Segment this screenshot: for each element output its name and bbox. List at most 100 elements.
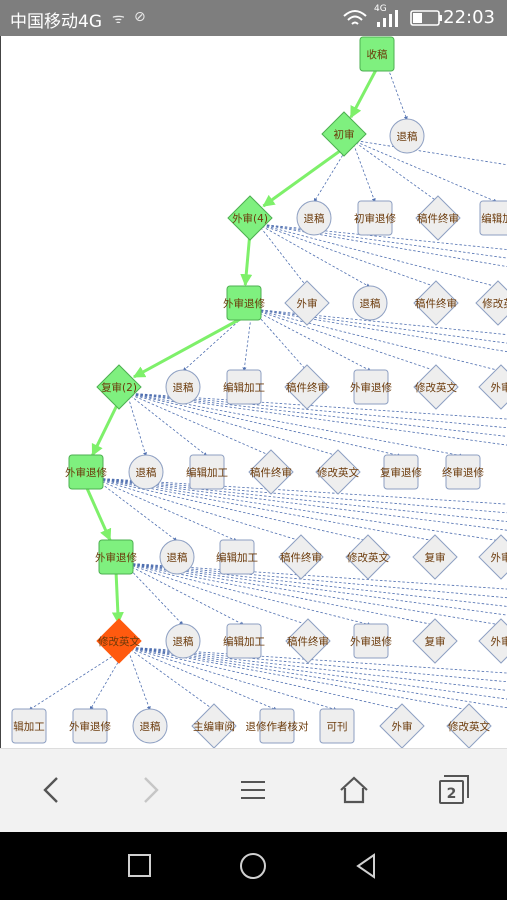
system-home-button[interactable] bbox=[231, 846, 275, 886]
tree-node-n44[interactable]: 退稿 bbox=[132, 708, 168, 744]
tree-node-n29[interactable]: 退稿 bbox=[159, 539, 195, 575]
tree-node-n7[interactable]: 稿件终审 bbox=[415, 195, 461, 241]
tree-node-n39[interactable]: 外审退修 bbox=[350, 623, 392, 659]
node-label: 稿件终审 bbox=[280, 551, 322, 564]
tree-node-n9[interactable]: 外审退修 bbox=[223, 285, 265, 321]
option-edge bbox=[93, 477, 507, 505]
tree-node-n11[interactable]: 退稿 bbox=[352, 285, 388, 321]
tree-node-n23[interactable]: 编辑加工 bbox=[186, 454, 228, 490]
tree-node-n8[interactable]: 编辑加 bbox=[479, 200, 507, 236]
tree-node-n1[interactable]: 收稿 bbox=[359, 36, 395, 72]
option-edge bbox=[126, 392, 464, 458]
option-edge bbox=[257, 223, 507, 268]
menu-button[interactable] bbox=[228, 767, 278, 813]
tree-node-n4[interactable]: 外审(4) bbox=[227, 195, 273, 241]
tree-node-n5[interactable]: 退稿 bbox=[296, 200, 332, 236]
tree-node-n40[interactable]: 复审 bbox=[412, 618, 458, 664]
tree-node-n30[interactable]: 编辑加工 bbox=[216, 539, 258, 575]
tree-node-n19[interactable]: 修改英文 bbox=[413, 364, 459, 410]
home-button[interactable] bbox=[329, 767, 379, 813]
tree-node-n12[interactable]: 稿件终审 bbox=[413, 280, 459, 326]
node-shape bbox=[479, 200, 507, 236]
node-shape bbox=[446, 703, 492, 748]
cell-signal-icon bbox=[377, 10, 398, 27]
tree-node-n26[interactable]: 复审退修 bbox=[380, 454, 422, 490]
tree-node-n14[interactable]: 复审(2) bbox=[96, 364, 142, 410]
node-label: 复审 bbox=[425, 635, 446, 648]
tree-node-n18[interactable]: 外审退修 bbox=[350, 369, 392, 405]
tree-node-n43[interactable]: 外审退修 bbox=[69, 708, 111, 744]
tree-node-n20[interactable]: 外审 bbox=[478, 364, 507, 410]
tree-node-n47[interactable]: 可刊 bbox=[319, 708, 355, 744]
tree-node-n16[interactable]: 编辑加工 bbox=[223, 369, 265, 405]
tree-node-n49[interactable]: 修改英文 bbox=[446, 703, 492, 748]
option-edge bbox=[251, 308, 308, 372]
node-shape bbox=[357, 200, 393, 236]
node-label: 编辑加工 bbox=[186, 466, 228, 479]
tabs-button[interactable]: 2 bbox=[430, 767, 480, 813]
tree-node-n22[interactable]: 退稿 bbox=[128, 454, 164, 490]
workflow-tree-canvas[interactable]: 收稿退稿初审外审(4)退稿初审退修稿件终审编辑加外审退修外审退稿稿件终审修改英复… bbox=[1, 36, 507, 748]
tree-node-n34[interactable]: 外审 bbox=[478, 534, 507, 580]
node-label: 修改英文 bbox=[98, 635, 140, 648]
tree-node-n45[interactable]: 主编审阅 bbox=[191, 703, 237, 748]
node-label: 退稿 bbox=[397, 130, 418, 143]
tree-node-n28[interactable]: 外审退修 bbox=[95, 539, 137, 575]
node-shape bbox=[11, 708, 47, 744]
node-label: 外审退修 bbox=[223, 297, 265, 310]
recent-apps-button[interactable] bbox=[118, 846, 162, 886]
node-shape bbox=[315, 449, 361, 495]
tree-node-n27[interactable]: 终审退修 bbox=[442, 454, 484, 490]
tree-node-n17[interactable]: 稿件终审 bbox=[284, 364, 330, 410]
tree-node-n33[interactable]: 复审 bbox=[412, 534, 458, 580]
tree-node-n36[interactable]: 退稿 bbox=[165, 623, 201, 659]
tree-node-n46[interactable]: 退修作者核对 bbox=[246, 708, 309, 744]
node-shape bbox=[96, 618, 142, 664]
option-edge bbox=[126, 646, 278, 711]
node-label: 编辑加工 bbox=[223, 635, 265, 648]
tree-node-n24[interactable]: 稿件终审 bbox=[248, 449, 294, 495]
option-edge bbox=[126, 646, 470, 712]
tree-node-n6[interactable]: 初审退修 bbox=[354, 200, 396, 236]
tree-node-n25[interactable]: 修改英文 bbox=[315, 449, 361, 495]
node-shape bbox=[412, 534, 458, 580]
chevron-left-icon bbox=[43, 777, 58, 803]
tree-node-n13[interactable]: 修改英 bbox=[475, 280, 507, 326]
node-shape bbox=[445, 454, 481, 490]
tree-node-n21[interactable]: 外审退修 bbox=[65, 454, 107, 490]
option-edge bbox=[123, 562, 507, 616]
option-edge bbox=[257, 223, 507, 259]
back-button[interactable] bbox=[26, 767, 76, 813]
option-edge bbox=[257, 223, 499, 289]
network-type-label: 4G bbox=[374, 4, 387, 14]
node-label: 复审 bbox=[425, 551, 446, 564]
option-edge bbox=[89, 646, 128, 711]
forward-button[interactable] bbox=[126, 767, 176, 813]
tree-node-n41[interactable]: 外审 bbox=[478, 618, 507, 664]
node-shape bbox=[415, 195, 461, 241]
node-shape bbox=[68, 454, 104, 490]
tree-node-n31[interactable]: 稿件终审 bbox=[278, 534, 324, 580]
workflow-tree-view[interactable]: 收稿退稿初审外审(4)退稿初审退修稿件终审编辑加外审退修外审退稿稿件终审修改英复… bbox=[0, 36, 507, 748]
tree-node-n10[interactable]: 外审 bbox=[284, 280, 330, 326]
system-back-button[interactable] bbox=[344, 846, 388, 886]
tree-node-n48[interactable]: 外审 bbox=[379, 703, 425, 748]
tree-node-n3[interactable]: 初审 bbox=[321, 111, 367, 157]
tree-node-n42[interactable]: 辑加工 bbox=[11, 708, 47, 744]
node-label: 复审(2) bbox=[101, 381, 137, 394]
tree-node-n38[interactable]: 稿件终审 bbox=[285, 618, 331, 664]
tree-node-n35[interactable]: 修改英文 bbox=[96, 618, 142, 664]
tree-node-n15[interactable]: 退稿 bbox=[165, 369, 201, 405]
tree-node-n37[interactable]: 编辑加工 bbox=[223, 623, 265, 659]
node-label: 稿件终审 bbox=[287, 635, 329, 648]
node-shape bbox=[226, 369, 262, 405]
clock: 22:03 bbox=[443, 7, 495, 28]
tree-node-n2[interactable]: 退稿 bbox=[389, 118, 425, 154]
option-edge bbox=[28, 646, 128, 711]
node-label: 编辑加 bbox=[481, 212, 507, 225]
node-shape bbox=[352, 285, 388, 321]
tree-node-n32[interactable]: 修改英文 bbox=[345, 534, 391, 580]
option-edge bbox=[126, 646, 151, 711]
tree-nodes[interactable]: 收稿退稿初审外审(4)退稿初审退修稿件终审编辑加外审退修外审退稿稿件终审修改英复… bbox=[11, 36, 507, 748]
node-label: 修改英 bbox=[482, 297, 507, 310]
